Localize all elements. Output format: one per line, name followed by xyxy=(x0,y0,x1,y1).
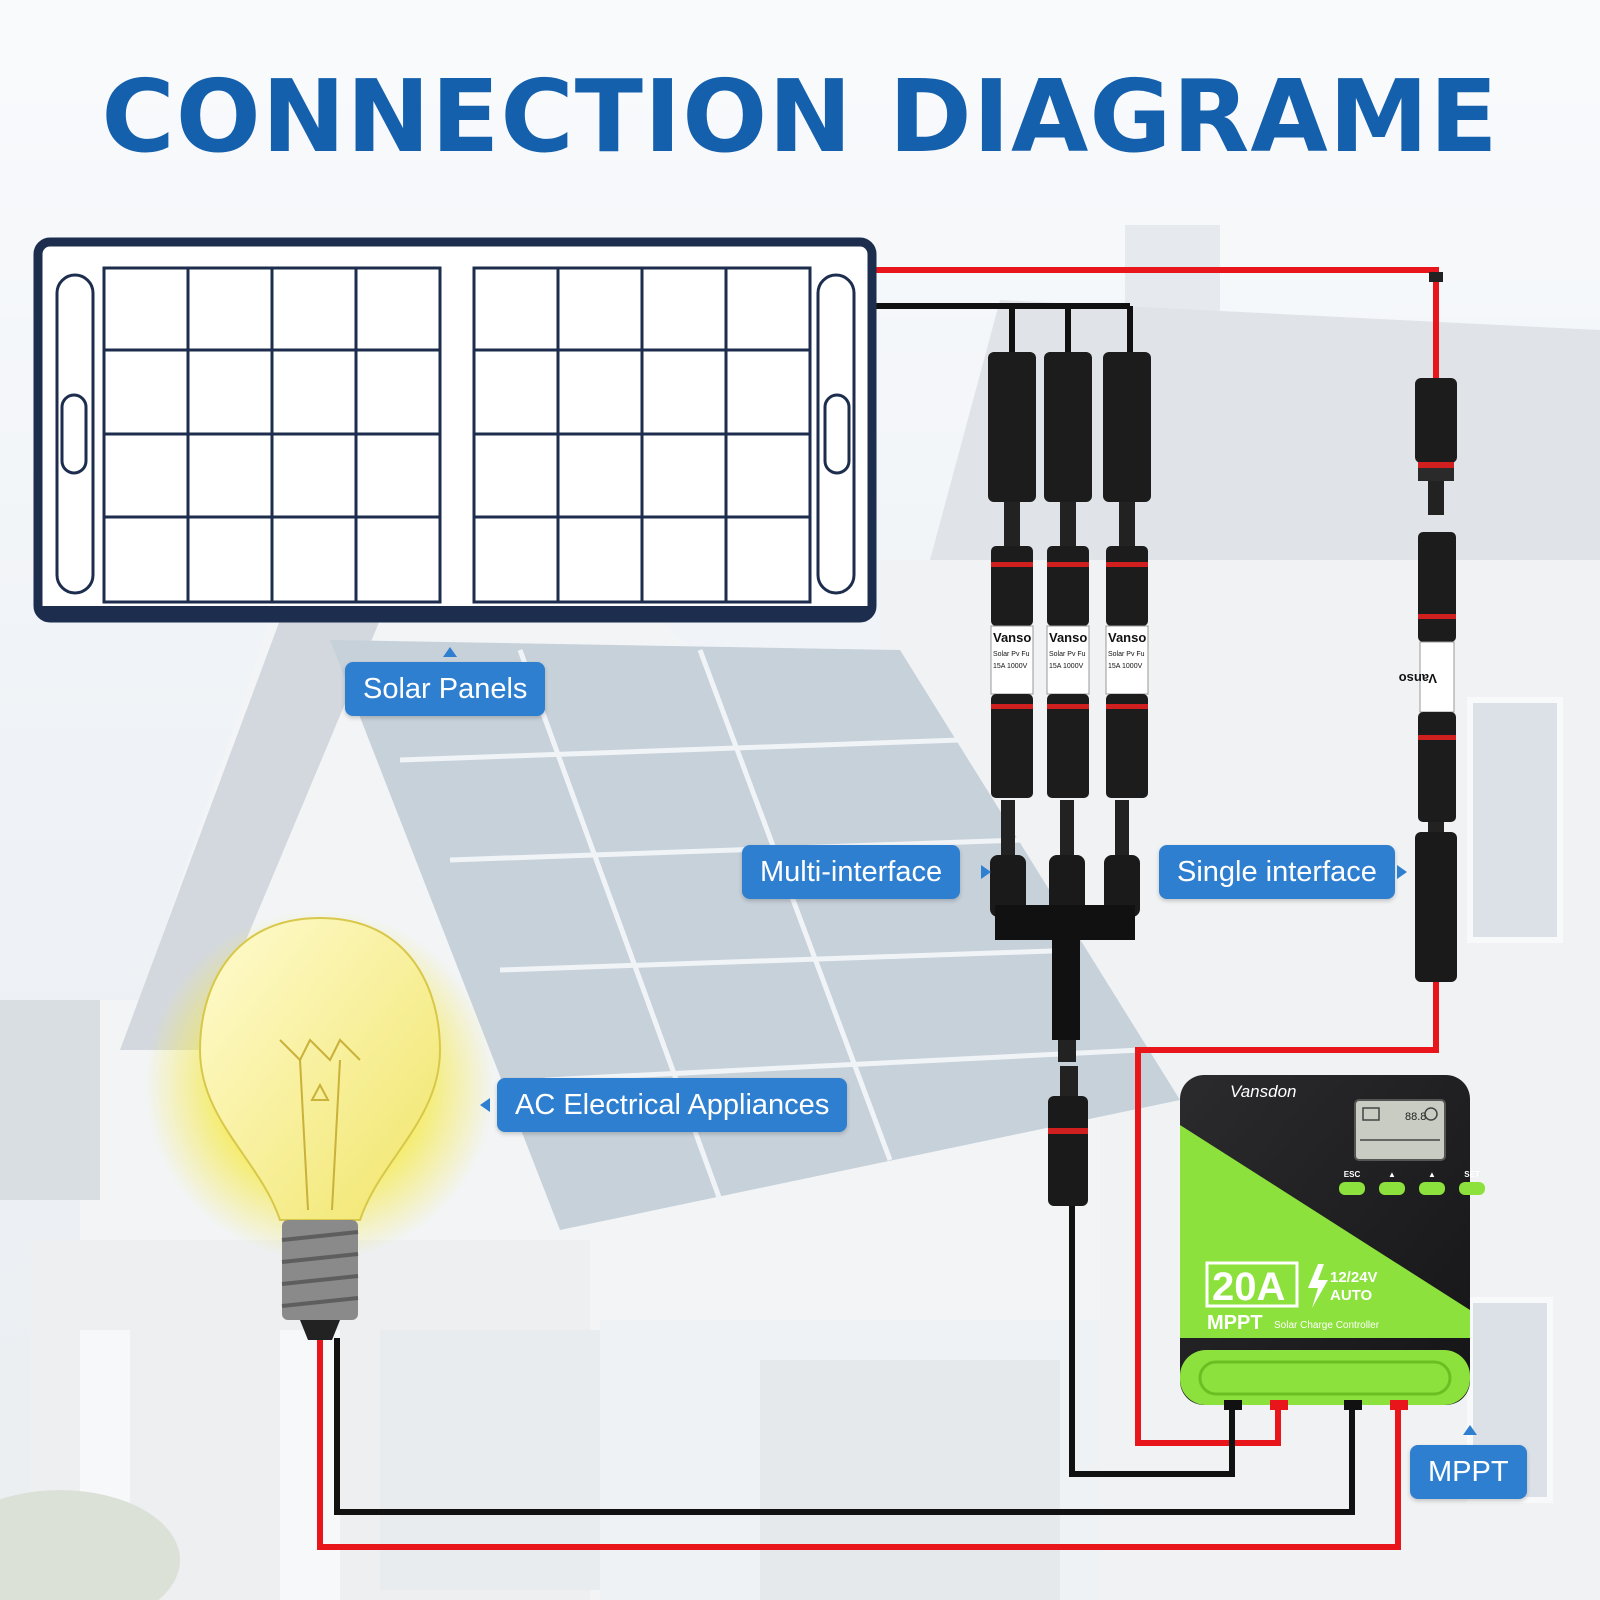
controller-button-label: SET xyxy=(1464,1170,1480,1179)
controller-brand-text: Vansdon xyxy=(1230,1082,1296,1101)
fuse-rating-text: 15A 1000V xyxy=(1108,663,1143,670)
controller-mode-text: AUTO xyxy=(1330,1287,1373,1304)
controller-buttons: ESC ▲ ▲ SET xyxy=(1339,1170,1485,1195)
light-bulb xyxy=(145,910,495,1340)
mppt-pointer-icon xyxy=(1463,1425,1477,1435)
y-branch-connector xyxy=(990,800,1140,1206)
wiring xyxy=(317,267,1439,1550)
fuse-type-text: Solar Pv Fu xyxy=(1049,651,1086,658)
controller-button xyxy=(1379,1182,1405,1195)
fuse-rating-text: 15A 1000V xyxy=(1049,663,1084,670)
ac-appliances-pointer-icon xyxy=(480,1098,490,1112)
controller-subtitle-text: Solar Charge Controller xyxy=(1274,1320,1380,1331)
fuse-brand-text: Vanso xyxy=(993,630,1031,645)
controller-type-text: MPPT xyxy=(1207,1312,1263,1334)
controller-button xyxy=(1419,1182,1445,1195)
single-interface-pointer-icon xyxy=(1397,865,1407,879)
fuse-brand-text: Vanso xyxy=(1049,630,1087,645)
controller-button-label: ESC xyxy=(1344,1170,1361,1179)
controller-rating-text: 20A xyxy=(1212,1265,1285,1309)
controller-voltage-text: 12/24V xyxy=(1330,1269,1378,1286)
fuse-rating-text: 15A 1000V xyxy=(993,663,1028,670)
fuse-type-text: Solar Pv Fu xyxy=(1108,651,1145,658)
single-interface-label: Single interface xyxy=(1159,845,1395,899)
positive-wire-controller xyxy=(1135,975,1439,1446)
negative-wire-controller xyxy=(1069,1205,1235,1477)
mppt-controller: Vansdon 88.8 ESC ▲ ▲ SET 20A 12/24V AUTO MP… xyxy=(1180,1075,1485,1410)
solar-panels-label: Solar Panels xyxy=(345,662,546,716)
positive-wire-panel xyxy=(862,267,1439,378)
single-fuse-brand-text: Vanso xyxy=(1399,671,1437,686)
mppt-label: MPPT xyxy=(1410,1445,1527,1499)
fuse-brand-text: Vanso xyxy=(1108,630,1146,645)
page-title: CONNECTION DIAGRAME xyxy=(101,58,1499,175)
lcd-value-text: 88.8 xyxy=(1405,1111,1426,1123)
solar-panels-pointer-icon xyxy=(443,647,457,657)
multi-interface-pointer-icon xyxy=(981,865,991,879)
controller-button-label: ▲ xyxy=(1388,1170,1396,1179)
load-negative-wire xyxy=(334,1338,1355,1515)
ac-appliances-label: AC Electrical Appliances xyxy=(497,1078,848,1132)
controller-button xyxy=(1459,1182,1485,1195)
single-interface-fuse: Vanso xyxy=(1399,272,1457,982)
solar-panel xyxy=(33,237,877,623)
load-positive-wire xyxy=(317,1338,1401,1550)
fuse-type-text: Solar Pv Fu xyxy=(993,651,1030,658)
multi-interface-label: Multi-interface xyxy=(742,845,961,899)
controller-button xyxy=(1339,1182,1365,1195)
controller-button-label: ▲ xyxy=(1428,1170,1436,1179)
